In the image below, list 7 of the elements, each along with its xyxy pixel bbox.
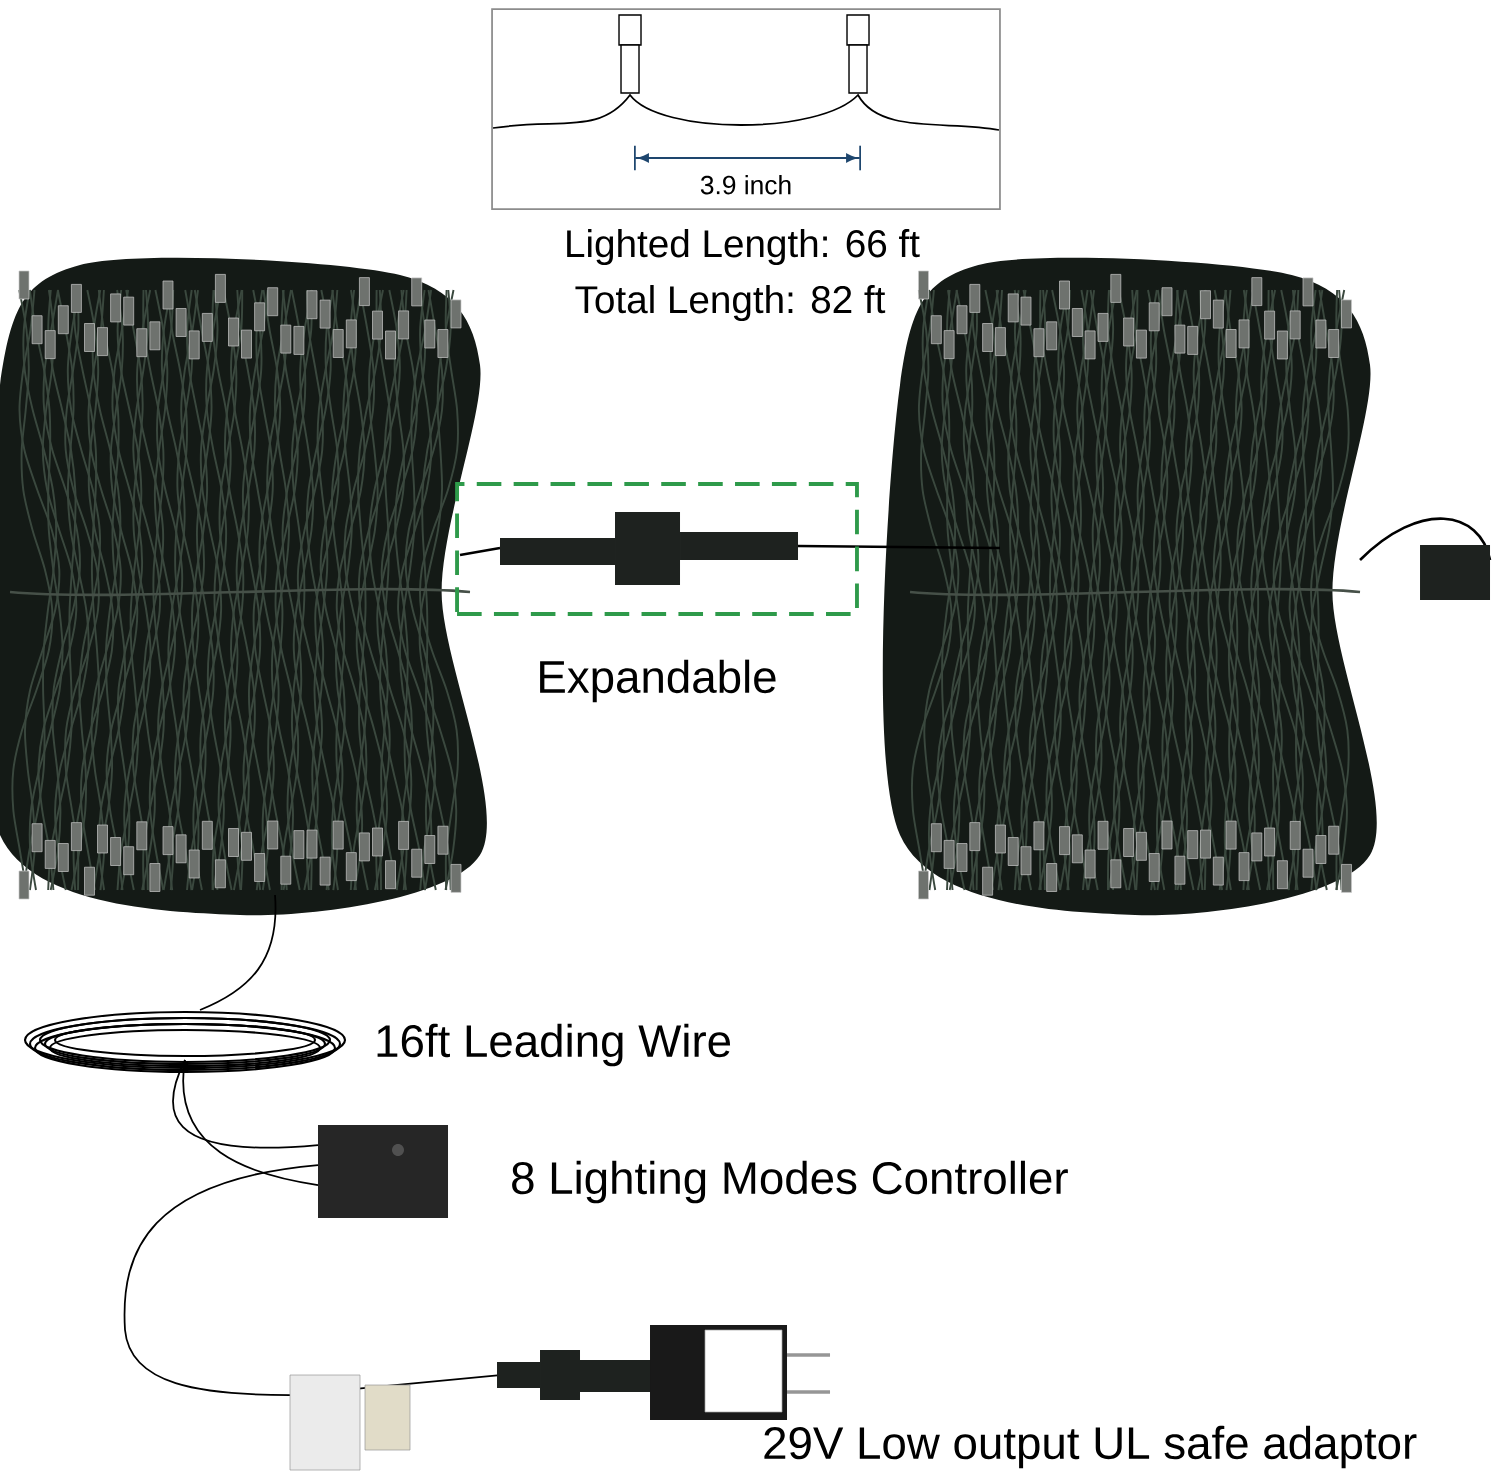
inset-box: 3.9 inch	[491, 8, 1001, 210]
part-label: 8 Lighting Modes Controller	[512, 1160, 1068, 1204]
spec-text: Total Length: 82 ft	[575, 285, 886, 321]
part-label: 16ft Leading Wire	[377, 1023, 731, 1067]
expandable-connector-box: Expandable	[455, 482, 859, 703]
node-label: Expandable	[540, 659, 776, 703]
part-label: 29V Low output UL safe adaptor	[764, 1425, 1417, 1469]
